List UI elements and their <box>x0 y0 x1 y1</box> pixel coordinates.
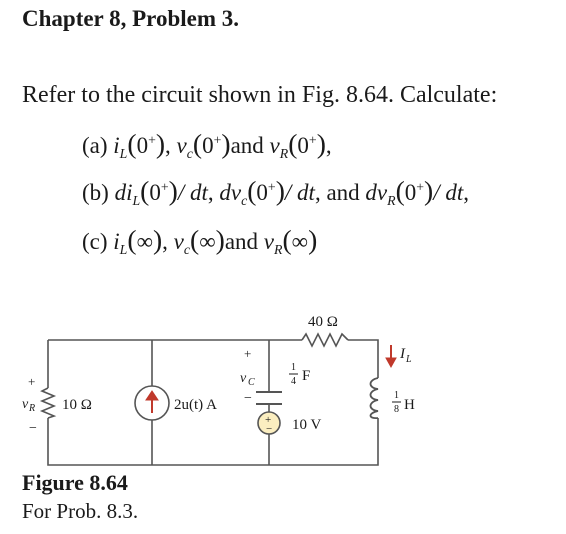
figure-caption-subtitle: For Prob. 8.3. <box>22 499 139 523</box>
part-a-val2: 0 <box>202 133 214 158</box>
resistor-40-ohm <box>301 332 349 348</box>
part-a-sub2: c <box>186 145 193 161</box>
voltage-source <box>257 411 281 435</box>
vc-minus: − <box>244 391 252 406</box>
vr-sub: R <box>28 403 35 414</box>
vr-minus: − <box>29 421 37 436</box>
label-source: 2u(t) A <box>174 397 217 413</box>
vc-sub: C <box>248 377 255 388</box>
part-b-dt3: / dt <box>433 180 464 205</box>
part-a-and: and <box>230 133 264 158</box>
part-a-sup3: + <box>308 132 317 148</box>
part-a: (a) iL(0+), vc(0+)and vR(0+), <box>82 128 332 161</box>
batt-minus: − <box>266 423 272 435</box>
vc-plus: + <box>244 346 251 361</box>
part-b-val2: 0 <box>256 180 268 205</box>
problem-intro: Refer to the circuit shown in Fig. 8.64.… <box>22 82 498 108</box>
part-a-val3: 0 <box>297 133 309 158</box>
part-c: (c) iL(∞), vc(∞)and vR(∞) <box>82 224 318 257</box>
problem-heading: Chapter 8, Problem 3. <box>22 6 239 31</box>
part-b-sup2: + <box>267 179 276 195</box>
part-b-dt2: / dt <box>284 180 315 205</box>
part-b-sub2: c <box>241 192 248 208</box>
ind-unit: H <box>404 397 415 413</box>
part-b-term2: dv <box>219 180 242 205</box>
inductor <box>369 377 379 419</box>
part-c-sub1: L <box>119 241 128 257</box>
part-b-val1: 0 <box>149 180 161 205</box>
cap-frac-den: 4 <box>291 376 296 387</box>
circuit-wires <box>47 339 379 466</box>
label-10-ohm: 10 Ω <box>62 397 92 413</box>
part-c-label: (c) <box>82 229 108 254</box>
part-a-sup1: + <box>148 132 156 148</box>
part-c-and: and <box>224 229 259 254</box>
figure-caption-title: Figure 8.64 <box>22 470 128 495</box>
part-a-term2: v <box>176 133 187 158</box>
vr-plus: + <box>28 374 35 389</box>
part-a-term3: v <box>269 133 280 158</box>
part-c-val3: ∞ <box>291 229 309 254</box>
part-b-term3: dv <box>365 180 388 205</box>
batt-plus: + <box>265 414 271 426</box>
part-c-term3: v <box>263 229 275 254</box>
part-b-label: (b) <box>82 180 109 205</box>
ind-frac-num: 1 <box>394 390 399 401</box>
part-a-sub1: L <box>119 145 128 161</box>
vc-symbol: v <box>240 371 247 386</box>
part-a-sub3: R <box>279 145 289 161</box>
part-a-label: (a) <box>82 133 108 158</box>
part-b-sub1: L <box>132 192 141 208</box>
current-arrow <box>385 345 397 369</box>
current-source <box>134 385 170 421</box>
label-40-ohm: 40 Ω <box>308 314 338 330</box>
part-c-sub2: c <box>183 241 191 257</box>
part-c-term2: v <box>173 229 184 254</box>
part-c-val1: ∞ <box>136 229 153 254</box>
part-b-sub3: R <box>387 192 396 208</box>
part-b-term1: di <box>114 180 133 205</box>
cap-unit: F <box>302 368 310 384</box>
part-c-sub3: R <box>274 241 283 257</box>
part-c-val2: ∞ <box>199 229 216 254</box>
ind-frac-den: 8 <box>394 404 399 415</box>
part-c-term1: i <box>113 229 120 254</box>
capacitor <box>256 391 282 405</box>
part-a-term1: i <box>113 133 120 158</box>
part-a-sup2: + <box>213 132 222 148</box>
cap-frac-num: 1 <box>291 362 296 373</box>
il-sub: L <box>405 354 412 365</box>
part-a-val1: 0 <box>136 133 149 158</box>
il-symbol: I <box>399 346 406 362</box>
vr-symbol: v <box>22 397 29 412</box>
part-b-and: and <box>326 180 360 205</box>
part-b: (b) diL(0+)/ dt, dvc(0+)/ dt, and dvR(0+… <box>82 175 470 208</box>
part-b-val3: 0 <box>404 180 417 205</box>
part-b-sup1: + <box>160 179 169 195</box>
part-b-dt1: / dt <box>177 180 208 205</box>
part-b-sup3: + <box>416 179 425 195</box>
resistor-10-ohm <box>39 387 57 419</box>
label-battery: 10 V <box>292 417 321 433</box>
